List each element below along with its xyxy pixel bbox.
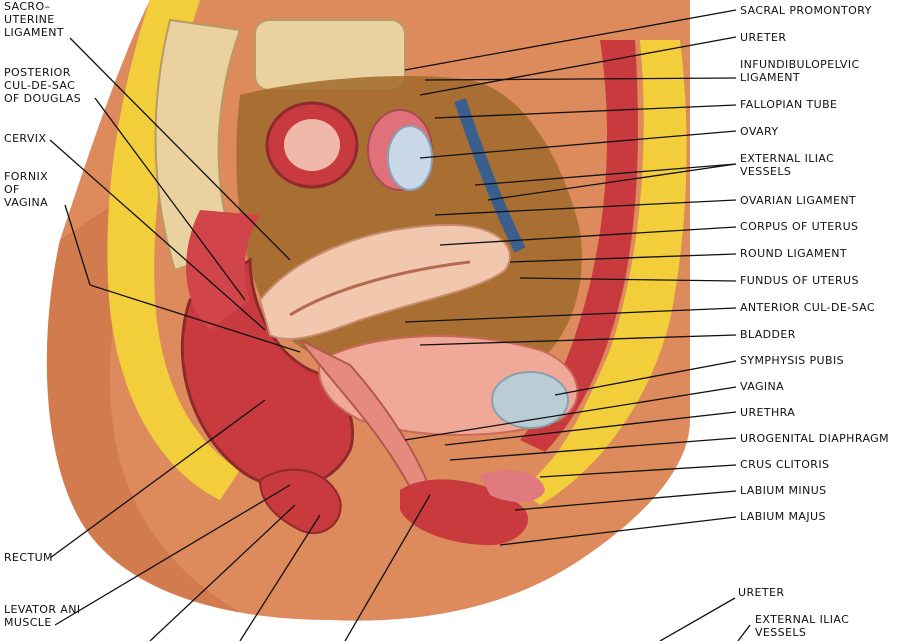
leader-urogenital bbox=[449, 437, 737, 461]
leader-fallopian bbox=[434, 104, 737, 119]
iliac-vessels bbox=[454, 98, 526, 253]
leader-ovary bbox=[419, 130, 737, 159]
leader-fundus bbox=[519, 277, 737, 282]
leader-rectum bbox=[49, 399, 266, 559]
label-vagina: VAGINA bbox=[740, 380, 785, 393]
leader-external-iliac-a bbox=[474, 163, 737, 186]
posterior-fat-layer bbox=[107, 0, 240, 500]
leader-labium-majus bbox=[499, 516, 737, 546]
levator-shape bbox=[258, 468, 342, 535]
label-ureter: URETER bbox=[740, 31, 787, 44]
label-bladder: BLADDER bbox=[740, 328, 796, 341]
label-posterior-cul: POSTERIOR CUL-DE-SAC OF DOUGLAS bbox=[4, 66, 82, 105]
leader-infundibulopelvic bbox=[424, 77, 737, 81]
rectum-upper-lumen bbox=[284, 119, 340, 171]
leader-crus bbox=[539, 464, 737, 478]
label-urethra: URETHRA bbox=[740, 406, 796, 419]
leader-corpus bbox=[439, 226, 737, 246]
leader-fornix-2 bbox=[89, 284, 301, 353]
label-labium-majus: LABIUM MAJUS bbox=[740, 510, 826, 523]
label-fornix: FORNIX OF VAGINA bbox=[4, 170, 49, 209]
leader-bottom-b bbox=[239, 514, 321, 641]
ovary-shape bbox=[387, 125, 433, 191]
label-external-iliac-bottom: EXTERNAL ILIAC VESSELS bbox=[755, 613, 850, 639]
leader-levator bbox=[54, 484, 291, 626]
labium-minus-shape bbox=[480, 470, 545, 502]
label-sacro-uterine: SACRO– UTERINE LIGAMENT bbox=[4, 0, 65, 39]
leader-external-iliac-b bbox=[487, 163, 737, 201]
leader-vagina bbox=[404, 386, 737, 441]
leader-ureter bbox=[419, 36, 737, 96]
leader-sacral-promontory bbox=[404, 9, 737, 71]
label-round-ligament: ROUND LIGAMENT bbox=[740, 247, 847, 260]
symphysis-shape bbox=[491, 371, 569, 429]
label-external-iliac: EXTERNAL ILIAC VESSELS bbox=[740, 152, 835, 178]
leader-ovarian-ligament bbox=[434, 199, 737, 216]
label-fundus: FUNDUS OF UTERUS bbox=[740, 274, 859, 287]
leader-cervix bbox=[49, 139, 266, 331]
label-cervix: CERVIX bbox=[4, 132, 47, 145]
anterior-fat-layer bbox=[520, 40, 687, 505]
label-crus: CRUS CLITORIS bbox=[740, 458, 830, 471]
leader-fornix bbox=[64, 204, 91, 286]
label-ovarian-ligament: OVARIAN LIGAMENT bbox=[740, 194, 857, 207]
leader-urethra bbox=[444, 411, 737, 446]
label-rectum: RECTUM bbox=[4, 551, 53, 564]
label-levator: LEVATOR ANI MUSCLE bbox=[4, 603, 81, 629]
label-ovary: OVARY bbox=[740, 125, 779, 138]
leader-sacro-uterine bbox=[69, 37, 291, 261]
label-fallopian: FALLOPIAN TUBE bbox=[740, 98, 838, 111]
leader-labium-minus bbox=[514, 490, 737, 511]
leader-anterior-cul bbox=[404, 307, 737, 323]
uterine-cavity bbox=[289, 260, 471, 317]
label-symphysis: SYMPHYSIS PUBIS bbox=[740, 354, 844, 367]
leader-symphysis bbox=[554, 360, 737, 396]
label-urogenital: UROGENITAL DIAPHRAGM bbox=[740, 432, 890, 445]
abdominal-wall-muscle bbox=[520, 40, 638, 452]
label-labium-minus: LABIUM MINUS bbox=[740, 484, 827, 497]
uterus bbox=[258, 223, 511, 341]
leader-external-iliac-bottom bbox=[737, 624, 751, 641]
label-ureter-bottom: URETER bbox=[738, 586, 785, 599]
leader-round-ligament bbox=[509, 253, 737, 263]
label-anterior-cul: ANTERIOR CUL-DE-SAC bbox=[740, 301, 875, 314]
leader-bladder bbox=[419, 334, 737, 346]
body-shading bbox=[46, 180, 240, 612]
leader-bottom-c bbox=[344, 494, 431, 641]
leader-posterior-cul bbox=[94, 97, 246, 301]
label-sacral-promontory: SACRAL PROMONTORY bbox=[740, 4, 872, 17]
label-corpus: CORPUS OF UTERUS bbox=[740, 220, 859, 233]
leader-ureter-bottom bbox=[659, 597, 736, 641]
label-infundibulopelvic: INFUNDIBULOPELVIC LIGAMENT bbox=[740, 58, 860, 84]
leader-bottom-a bbox=[149, 504, 296, 641]
